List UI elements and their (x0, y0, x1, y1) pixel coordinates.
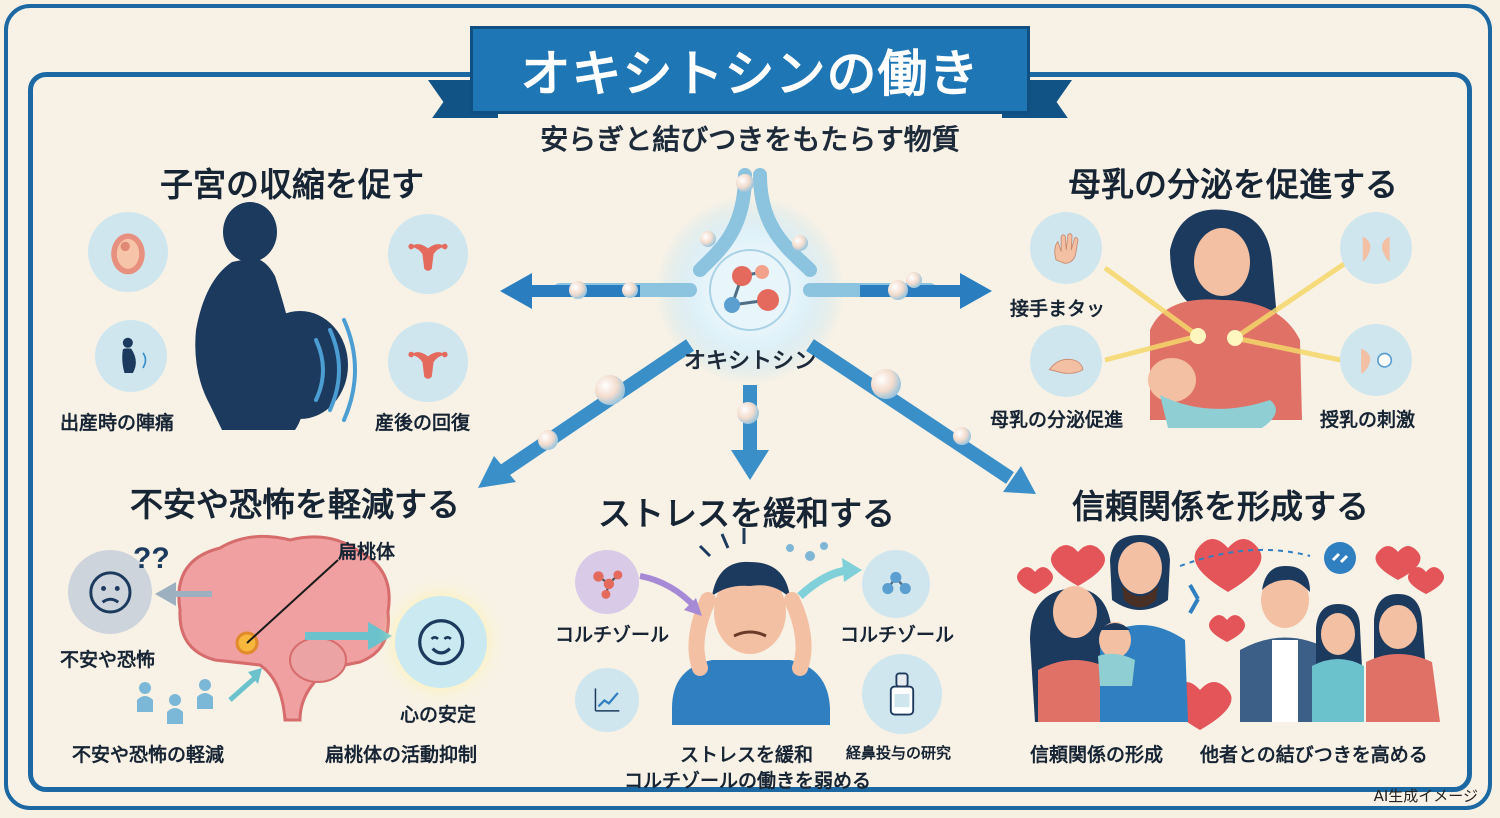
anxiety-label-calm: 心の安定 (400, 704, 477, 726)
stress-caption-line1: ストレスを緩和 (680, 744, 814, 766)
suckling-baby-icon (1340, 324, 1412, 396)
arrow-right (860, 273, 992, 309)
cortisol-molecule-icon (575, 550, 639, 614)
milk-heading: 母乳の分泌を促進する (1058, 158, 1408, 206)
stress-label-cortisol-right: コルチゾール (840, 624, 955, 646)
anxiety-label-amygdala-suppression: 扁桃体の活動抑制 (325, 744, 478, 766)
trust-label-formation: 信頼関係の形成 (1030, 744, 1164, 766)
uterus-icon (388, 214, 468, 294)
stress-heading: ストレスを緩和する (588, 487, 905, 535)
oxytocin-label: オキシトシン (683, 349, 816, 374)
uterus-label-recovery: 産後の回復 (375, 412, 471, 434)
calm-face-icon (395, 596, 487, 688)
massage-hand-icon (1030, 325, 1102, 397)
arrow-down (731, 385, 769, 480)
fetus-icon (88, 212, 168, 292)
milk-label-secretion: 母乳の分泌促進 (990, 409, 1124, 431)
page-title: オキシトシンの働き (470, 26, 1030, 114)
milk-label-touch: 接手まタッ (1010, 298, 1106, 320)
oxytocin-molecule-icon (709, 249, 791, 331)
ai-watermark: AI生成イメージ (1373, 787, 1478, 805)
stress-caption-line2: コルチゾールの働きを弱める (624, 770, 872, 792)
kiss-face-icon (1340, 212, 1412, 284)
anxiety-label-fear: 不安や恐怖 (60, 649, 156, 671)
amygdala-label: 扁桃体 (338, 541, 396, 563)
worried-face-icon (68, 550, 152, 634)
arrow-down-left (478, 339, 694, 488)
trust-heading: 信頼関係を形成する (1062, 480, 1379, 528)
trust-label-bonding: 他者との結びつきを高める (1200, 744, 1428, 766)
cortisol-reduced-icon (862, 550, 930, 618)
page-subtitle: 安らぎと結びつきをもたらす物質 (400, 118, 1100, 158)
milk-label-stimulus: 授乳の刺激 (1320, 409, 1416, 431)
stress-label-cortisol-left: コルチゾール (555, 624, 670, 646)
pregnant-contraction-icon (95, 320, 167, 392)
anxiety-label-reduction: 不安や恐怖の軽減 (72, 744, 225, 766)
anxiety-heading: 不安や恐怖を軽減する (120, 478, 470, 526)
arrow-down-right (806, 339, 1036, 494)
uterus-heading: 子宮の収縮を促す (150, 158, 434, 206)
stress-label-nasal: 経鼻投与の研究 (846, 744, 952, 762)
nasal-spray-icon (862, 654, 942, 734)
chart-trend-icon (575, 668, 639, 732)
neurotransmitter-beads (538, 174, 971, 450)
uterus-recovery-icon (388, 322, 468, 402)
title-ribbon: オキシトシンの働き (410, 18, 1090, 128)
touch-hand-icon (1030, 212, 1102, 284)
uterus-label-labor: 出産時の陣痛 (60, 412, 175, 434)
